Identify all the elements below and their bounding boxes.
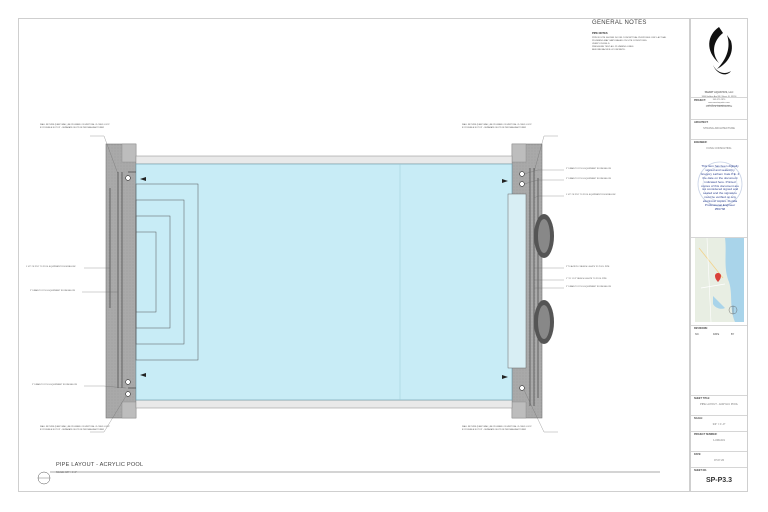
right-label-1: WALL RETURN (DEEP WALL) BE PLUMBED ON VE…: [462, 124, 532, 129]
acrylic-panel: [507, 193, 527, 369]
map-pin-icon: [715, 273, 721, 282]
pipe-notes-heading: PIPE NOTES: [592, 32, 608, 35]
note-line: PIPE ROUTE SHOWN IS FOR CONCEPTUAL PURPO…: [592, 37, 667, 39]
engineer-label: ENGINEER:: [694, 141, 708, 144]
note-line: BEFORE BACKFILL/CONCRETE.: [592, 49, 626, 51]
left-pipes: [109, 171, 136, 389]
note-line: PLUMBING MAY VARY BASED ON SITE CONDITIO…: [592, 40, 648, 42]
right-label-2: 2" DRAIN TO POOL EQUIPMENT ROOM BELOW: [566, 168, 611, 170]
left-label-2: 1 1/2" OF PVC TO POOL EQUIPMENT ROOM BEL…: [26, 266, 76, 268]
rev-col-by: BY: [731, 333, 735, 336]
digital-signature-note: This item has been digitally signed and …: [700, 164, 740, 211]
rev-col-date: DATE: [713, 333, 720, 336]
general-notes-title: GENERAL NOTES: [592, 20, 647, 26]
right-label-7: 2" DRAIN TO POOL EQUIPMENT ROOM BELOW: [566, 286, 611, 288]
bench-light-lower: [534, 300, 554, 344]
map-graphic: [695, 238, 744, 322]
sheet-number-value: SP-P3.3: [705, 477, 733, 484]
company-phone: 305-371-2870: [712, 99, 726, 101]
left-label-1: WALL RETURN (DEEP WALL) BE PLUMBED ON VE…: [40, 124, 110, 129]
revisions-label: REVISIONS:: [694, 327, 708, 330]
date-label: DATE:: [694, 453, 702, 456]
company-web: www.smartaquatics.com: [708, 102, 730, 104]
note-line: PRESSURE TEST ALL PLUMBING LINES: [592, 46, 634, 48]
left-label-3: 2" DRAIN TO POOL EQUIPMENT ROOM BELOW: [30, 290, 75, 292]
company-name: SMART AQUATICS, LLC: [704, 91, 734, 94]
pool-water: [135, 163, 513, 401]
date-value: 07.07.20: [713, 459, 725, 462]
left-label-5: WALL RETURN (DEEP WALL) BE PLUMBED ON VE…: [40, 426, 110, 431]
sheet-number-label: SHEET NO.: [694, 469, 707, 472]
right-label-6: 1" TO 1 1/2" BENCH LIGHTS TO POOL PIPE: [566, 278, 607, 280]
bench-light-upper: [534, 214, 554, 258]
drawing-caption: PIPE LAYOUT - ACRYLIC POOL: [56, 462, 144, 468]
scale-label: SCALE:: [694, 417, 703, 420]
sheet-title-label: SHEET TITLE:: [694, 397, 711, 400]
right-label-8: WALL RETURN (DEEP WALL) BE PLUMBED ON VE…: [462, 426, 532, 431]
drawing-frame: [18, 18, 690, 492]
rev-col-no: NO.: [695, 333, 700, 336]
note-line: VERIFY IN FIELD.: [592, 43, 611, 45]
pool-coping-top: [135, 155, 513, 165]
pool-steps: [135, 183, 199, 361]
project-value: PRIVATE RESIDENCE: [705, 105, 733, 108]
pipe-layout-drawing: [37, 135, 660, 485]
engineer-seal: [697, 161, 743, 207]
company-logo: [709, 27, 732, 75]
company-email: info@smartaquatics.com: [707, 105, 731, 107]
left-wall: [105, 143, 137, 419]
general-notes: GENERAL NOTES PIPE NOTES PIPE ROUTE SHOW…: [592, 20, 688, 52]
architect-label: ARCHITECT:: [694, 121, 709, 124]
left-label-4: 2" DRAIN TO POOL EQUIPMENT ROOM BELOW: [32, 384, 77, 386]
project-label: PROJECT:: [694, 99, 706, 102]
drawing-scale: SCALE: 3/8" = 1'-0": [56, 471, 77, 474]
right-label-4: 1 1/2" OF PVC TO POOL EQUIPMENT ROOM BEL…: [566, 194, 616, 196]
location-map: [695, 238, 744, 322]
architect-value: STRANG ARCHITECTURE: [703, 127, 735, 130]
scale-value: 3/4" = 1'-0": [712, 423, 726, 426]
project-number-label: PROJECT NUMBER:: [694, 433, 718, 436]
right-label-3: 2" DRAIN TO POOL EQUIPMENT ROOM BELOW: [566, 178, 611, 180]
sheet-title-value: PIPE LAYOUT - ACRYLIC POOL: [699, 403, 739, 406]
project-number-value: 1-009-031: [713, 439, 725, 442]
engineer-value: FUNG CONSULTING: [706, 147, 732, 150]
pool-coping-bottom: [135, 399, 513, 409]
right-label-5: 2"TO ACRYLIC BENCH LIGHTS TO POOL PIPE: [566, 266, 610, 268]
